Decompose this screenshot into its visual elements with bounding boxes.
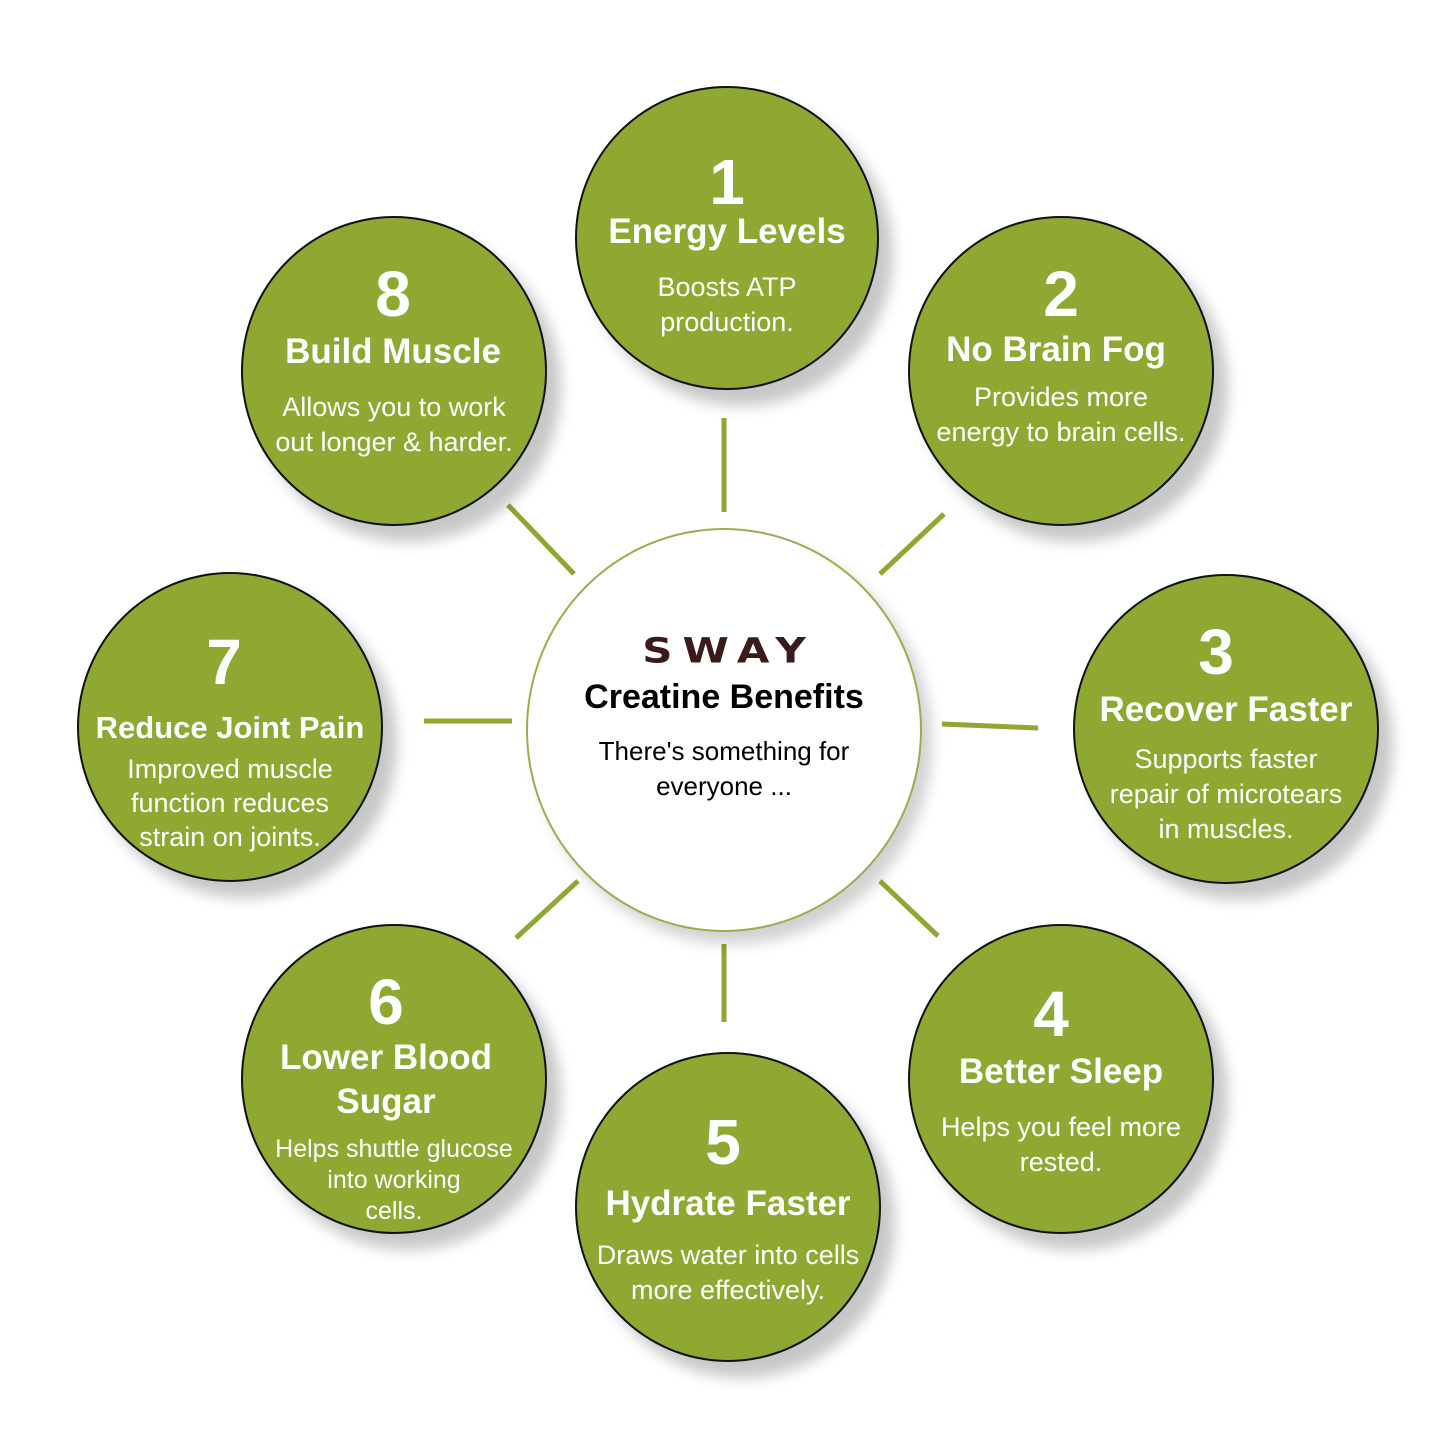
connector-6 [514, 879, 580, 940]
benefit-description: Boosts ATP production. [577, 270, 877, 340]
benefit-circle-7: 7 Reduce Joint Pain Improved muscle func… [77, 572, 383, 882]
center-circle: SWAY Creatine Benefits There's something… [526, 528, 922, 932]
benefit-title: Recover Faster [1099, 690, 1353, 729]
benefit-circle-5: 5 Hydrate Faster Draws water into cells … [575, 1052, 881, 1362]
benefit-title: Hydrate Faster [605, 1184, 851, 1223]
benefit-description-line: cells. [365, 1197, 423, 1225]
benefit-description: Helps shuttle glucose into working cells… [243, 1134, 545, 1227]
benefit-description-line: production. [660, 307, 794, 337]
benefit-number: 1 [709, 146, 745, 218]
benefit-description-line: Boosts ATP [657, 272, 797, 302]
center-title: Creatine Benefits [584, 678, 864, 716]
benefit-description-line: Improved muscle [127, 754, 333, 784]
benefit-description-line: repair of microtears [1109, 779, 1343, 809]
benefit-description: Improved muscle function reduces strain … [79, 752, 381, 854]
benefit-description: Provides more energy to brain cells. [910, 380, 1212, 450]
benefit-description: Supports faster repair of microtears in … [1075, 742, 1377, 847]
benefit-title: Better Sleep [958, 1052, 1164, 1091]
connector-8 [506, 503, 576, 576]
benefit-description: Helps you feel more rested. [910, 1110, 1212, 1180]
benefit-description-line: Helps shuttle glucose [275, 1135, 513, 1163]
benefit-circle-2: 2 No Brain Fog Provides more energy to b… [908, 216, 1214, 526]
benefit-description: Allows you to work out longer & harder. [243, 390, 545, 460]
center-subtitle: There's something for everyone ... [528, 734, 920, 804]
benefit-circle-3: 3 Recover Faster Supports faster repair … [1073, 574, 1379, 884]
center-subtitle-line: There's something for [598, 736, 850, 766]
benefit-title: Energy Levels [608, 212, 846, 251]
benefit-circle-6: 6 Lower Blood Sugar Helps shuttle glucos… [241, 924, 547, 1234]
benefit-description-line: function reduces [130, 788, 330, 818]
benefit-description-line: Helps you feel more [940, 1112, 1182, 1142]
benefit-title: Reduce Joint Pain [95, 710, 365, 745]
benefit-description-line: in muscles. [1158, 814, 1294, 844]
benefit-title-line-2: Sugar [336, 1082, 436, 1121]
benefit-description-line: out longer & harder. [275, 427, 513, 457]
connector-2 [878, 512, 946, 576]
benefit-description: Draws water into cells more effectively. [577, 1238, 879, 1308]
benefit-number: 3 [1198, 616, 1234, 688]
benefit-title: Lower Blood [280, 1038, 492, 1077]
connector-4 [878, 879, 940, 938]
center-subtitle-line: everyone ... [656, 771, 792, 801]
connector-3 [941, 721, 1039, 731]
benefit-number: 8 [375, 258, 411, 330]
sway-logo: SWAY [642, 630, 816, 671]
benefit-title: Build Muscle [285, 332, 501, 371]
benefit-number: 6 [368, 966, 404, 1038]
benefit-number: 5 [705, 1106, 741, 1178]
benefit-description-line: Draws water into cells [596, 1240, 860, 1270]
benefit-description-line: into working [327, 1166, 461, 1194]
benefit-number: 7 [206, 626, 242, 698]
benefit-circle-4: 4 Better Sleep Helps you feel more reste… [908, 924, 1214, 1234]
benefit-description-line: strain on joints. [139, 822, 321, 852]
benefit-description-line: rested. [1019, 1147, 1103, 1177]
benefit-title: No Brain Fog [946, 330, 1166, 369]
benefit-description-line: Allows you to work [282, 392, 506, 422]
benefit-number: 4 [1033, 978, 1069, 1050]
benefit-description-line: more effectively. [630, 1275, 826, 1305]
benefit-circle-8: 8 Build Muscle Allows you to work out lo… [241, 216, 547, 526]
benefit-circle-1: 1 Energy Levels Boosts ATP production. [575, 86, 879, 390]
benefit-description-line: Provides more [973, 382, 1149, 412]
benefit-number: 2 [1043, 258, 1079, 330]
benefit-description-line: Supports faster [1134, 744, 1318, 774]
benefit-description-line: energy to brain cells. [936, 417, 1186, 447]
